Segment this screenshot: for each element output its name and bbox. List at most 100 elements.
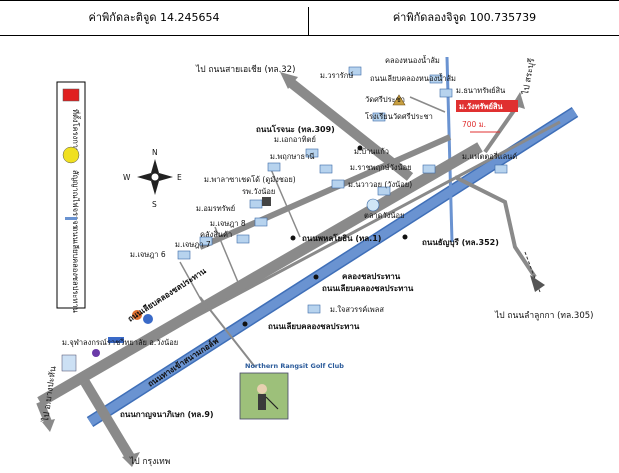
label-canal-road-2: ถนนเลียบคลองชลประทาน xyxy=(268,321,360,331)
canals xyxy=(86,56,579,428)
label-nawawoi: ม.นวาวอย (วังน้อย) xyxy=(348,180,412,189)
label-canal-1: คลองชลประทาน xyxy=(342,272,401,281)
legend-yellow-marker xyxy=(62,146,80,164)
institution-icons xyxy=(61,310,153,372)
road-connector-2 xyxy=(214,226,241,288)
logo-icon xyxy=(61,354,77,372)
road-connector-1 xyxy=(269,166,301,238)
label-kanchana: ถนนกาญจนาภิเษก (ทล.9) xyxy=(120,410,214,420)
legend-canal-label: ถนนเลียบคลองชลประทาน xyxy=(71,227,80,313)
label-plaza: ม.พาลาซาเชดโด้ (ดูมังชอย) xyxy=(204,175,296,184)
signal-dot xyxy=(402,234,408,240)
arrow-bangpa-icon xyxy=(42,419,55,432)
traffic-signals xyxy=(242,145,408,327)
house-icon xyxy=(307,304,321,314)
canal-main-fill xyxy=(87,108,578,426)
project-label: ม.วังทรัพย์สิน xyxy=(459,102,504,111)
compass-e: E xyxy=(177,173,182,182)
legend-canal-sample xyxy=(65,217,77,220)
label-canal-road-1: ถนนเลียบคลองชลประทาน xyxy=(322,283,414,293)
legend-red-marker xyxy=(62,88,80,102)
label-jennaphat8: ม.เจษฎา 8 xyxy=(210,219,246,228)
house-icon xyxy=(331,179,345,189)
road-canal-side xyxy=(119,120,561,359)
house-icon xyxy=(199,236,213,246)
market-icon xyxy=(366,198,380,212)
label-perfect: ม.แฟตตอรี่แลนด์ xyxy=(462,151,517,161)
signal-dot xyxy=(313,274,319,280)
label-rojana: ถนนโรจนะ (ทล.309) xyxy=(256,124,335,134)
label-wangnoi-market: ตลาดวังน้อย xyxy=(364,211,404,220)
label-jennaphat7: ม.เจษฎา 7 xyxy=(175,240,211,249)
arrow-asia-icon xyxy=(280,72,298,89)
project-marker xyxy=(456,100,518,112)
label-ake: ม.เอกอาทิตย์ xyxy=(274,135,316,144)
signal-dot xyxy=(290,235,296,241)
canal-top xyxy=(445,56,454,243)
label-nanthawan: ม.ธนาทรัพย์สิน xyxy=(456,86,505,95)
house-icon xyxy=(494,164,508,174)
label-kanlasin: คลังสินค้า xyxy=(200,230,232,239)
temple-icon xyxy=(392,94,406,106)
house-icon xyxy=(348,66,362,76)
label-school: โรงเรียนวัดศรีประชา xyxy=(365,112,433,121)
compass-s: S xyxy=(152,200,157,209)
project-location: ม.วังทรัพย์สิน 700 ม. xyxy=(456,100,518,133)
house-icon xyxy=(305,148,319,158)
label-canal-top: คลองหนองน้ำส้ม xyxy=(385,55,440,65)
arrow-lamlukka-icon xyxy=(530,275,545,292)
logo-icon xyxy=(143,314,153,324)
house-icon xyxy=(377,186,391,196)
label-wat-sri: วัดศรีประชา xyxy=(365,95,405,104)
road-rojana xyxy=(198,134,452,250)
hospital-icon xyxy=(262,197,271,206)
house-icon xyxy=(439,88,453,98)
label-jaisawan: ม.ใจสวรรค์เพลส xyxy=(330,305,384,314)
logo-icon xyxy=(108,337,124,343)
arrow-bangkok-icon xyxy=(122,452,140,467)
road-golf xyxy=(199,296,256,368)
label-canal-road-top: ถนนเลียบคลองหนองน้ำส้ม xyxy=(370,73,456,83)
label-baan-kaew: ม.บ้านแก้ว xyxy=(354,147,389,156)
longitude-text: ค่าพิกัดลองจิจูด 100.735739 xyxy=(392,11,537,24)
logo-icon xyxy=(132,310,142,320)
compass-rose-icon: N S E W xyxy=(123,148,182,209)
label-amarinth: ม.อมรทรัพย์ xyxy=(196,204,235,213)
label-to-asia: ไป ถนนสายเอเชีย (ทล.32) xyxy=(195,64,295,75)
latitude-text: ค่าพิกัดละติจูด 14.245654 xyxy=(88,11,220,24)
house-icons xyxy=(177,66,508,314)
road-bangkok xyxy=(80,379,135,460)
label-to-bangkok: ไป กรุงเทพ xyxy=(129,456,170,467)
roads xyxy=(36,78,561,460)
house-icon xyxy=(429,74,443,84)
label-mahamakut: ม.จุฬาลงกรณ์ราชวิทยาลัย อ.วังน้อย xyxy=(62,338,178,347)
legend: ที่ตั้งโครงการ สัญญาณไฟจราจร ถนนเลียบคลอ… xyxy=(56,81,86,313)
coordinate-divider xyxy=(308,7,309,35)
house-icon xyxy=(254,217,268,227)
house-icon xyxy=(249,199,263,209)
golf-club-label: Northern Rangsit Golf Club xyxy=(245,362,344,370)
house-icon xyxy=(422,164,436,174)
label-rajphruek: ม.ราชพฤกษ์วังน้อย xyxy=(350,163,412,172)
road-phahonyothin xyxy=(37,142,483,407)
label-to-saraburi: ไป สระบุรี xyxy=(520,57,537,96)
compass-n: N xyxy=(152,148,158,157)
house-icon xyxy=(267,162,281,172)
road-bangpa xyxy=(36,400,52,424)
road-connector-3 xyxy=(179,261,206,308)
house-icon xyxy=(372,112,386,122)
golf-course-icon xyxy=(239,372,289,420)
house-icon xyxy=(319,164,333,174)
distance-label: 700 ม. xyxy=(462,120,486,129)
house-icon xyxy=(177,250,191,260)
logo-icon xyxy=(92,349,100,357)
label-jennaphat6-a: ม.เจษฎา 6 xyxy=(130,250,166,259)
road-connector-4 xyxy=(409,96,446,113)
label-rot-wangnoi: รพ.วังน้อย xyxy=(242,187,275,196)
label-thanyaburi: ถนนธัญบุรี (ทล.352) xyxy=(422,237,499,248)
road-thanyaburi xyxy=(454,175,537,279)
route-map: ที่ตั้งโครงการ สัญญาณไฟจราจร ถนนเลียบคลอ… xyxy=(36,55,593,467)
label-varaluk: ม.วรารักษ์ xyxy=(320,71,353,80)
label-phahonyothin: ถนนพหลโยธิน (ทล.1) xyxy=(302,233,381,243)
coordinate-bar: ค่าพิกัดละติจูด 14.245654 ค่าพิกัดลองจิจ… xyxy=(0,0,619,36)
